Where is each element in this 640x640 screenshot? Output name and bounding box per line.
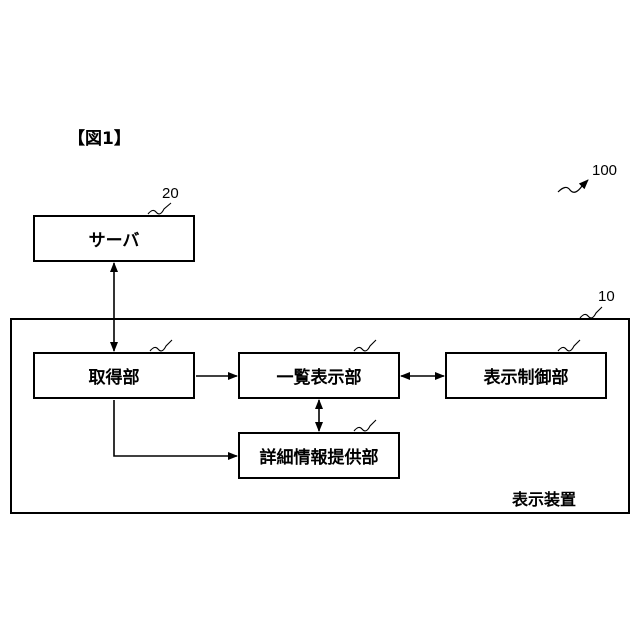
system-leader (558, 180, 588, 192)
acquisition-leader (150, 340, 172, 351)
acquisition-to-detail-arrow (114, 400, 237, 456)
detail-provider-leader (354, 420, 376, 431)
display-control-leader (558, 340, 580, 351)
server-leader (148, 203, 171, 214)
device-leader (580, 307, 602, 318)
list-display-leader (354, 340, 376, 351)
